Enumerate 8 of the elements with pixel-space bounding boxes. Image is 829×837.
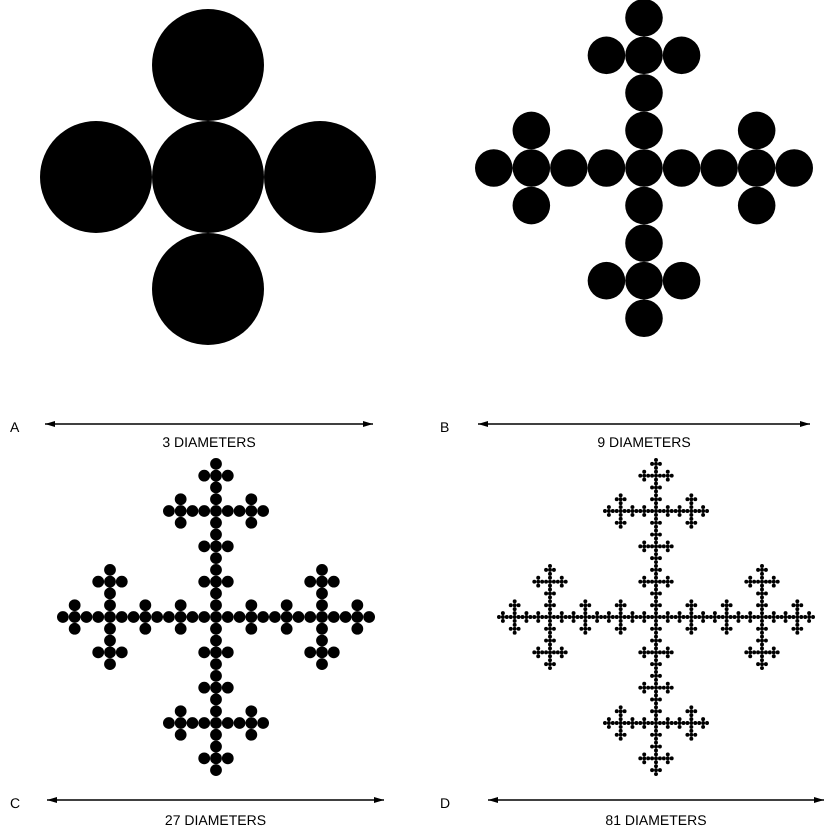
- panel-letter: D: [440, 795, 450, 811]
- dimension-label: 81 DIAMETERS: [605, 812, 707, 828]
- dimension-label: 9 DIAMETERS: [597, 434, 691, 450]
- dimension-label: 27 DIAMETERS: [164, 812, 266, 828]
- panel-letter: C: [10, 795, 20, 811]
- panel-letter: B: [440, 419, 450, 435]
- panel-letter: A: [10, 419, 20, 435]
- dimension-label: 3 DIAMETERS: [162, 434, 256, 450]
